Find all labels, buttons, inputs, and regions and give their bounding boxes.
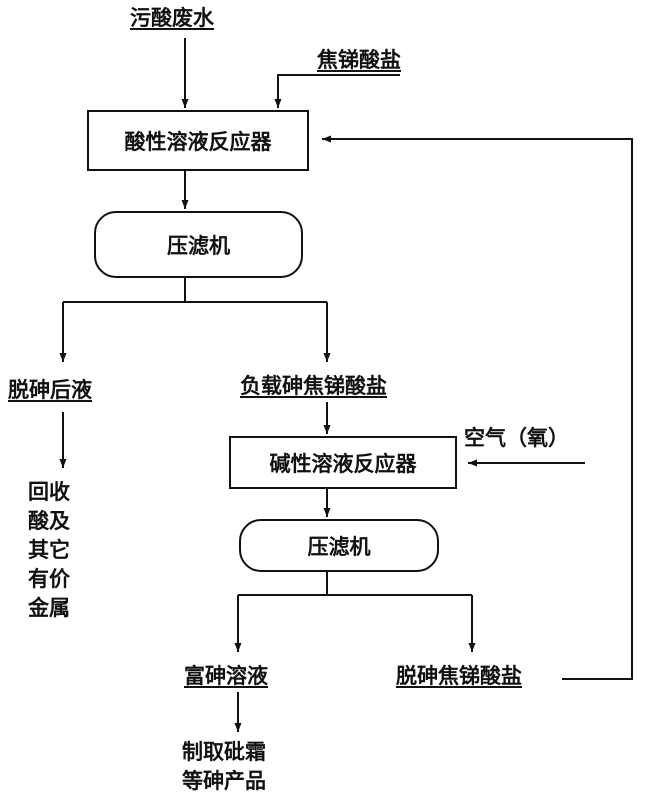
acid-reactor-label: 酸性溶液反应器	[124, 129, 272, 154]
filter-press-1: 压滤机	[94, 211, 303, 278]
acid-solution-reactor: 酸性溶液反应器	[87, 110, 309, 171]
recovery-line-4: 有价	[28, 567, 70, 591]
arsenic-products-text: 制取砒霜 等砷产品	[182, 738, 302, 796]
label-dearsenic-pyroantimonate: 脱砷焦锑酸盐	[396, 664, 522, 688]
alkaline-solution-reactor: 碱性溶液反应器	[229, 436, 457, 489]
filter-press-2-label: 压滤机	[307, 534, 371, 559]
arrow-recycle-to-acid-reactor	[322, 135, 633, 680]
label-air-oxygen: 空气（氧）	[464, 426, 569, 450]
label-dearsenic-liquid: 脱砷后液	[8, 378, 92, 402]
recovery-line-5: 金属	[28, 596, 70, 620]
label-arsenic-rich-solution: 富砷溶液	[184, 664, 268, 688]
recovery-line-3: 其它	[28, 538, 70, 562]
arsenic-products-line-1: 制取砒霜	[182, 740, 266, 764]
filter-press-2: 压滤机	[239, 519, 439, 572]
filter-press-1-label: 压滤机	[167, 233, 230, 258]
label-loaded-pyroantimonate: 负载砷焦锑酸盐	[240, 374, 387, 398]
recovery-text: 回收 酸及 其它 有价 金属	[28, 478, 88, 623]
recovery-line-2: 酸及	[28, 509, 70, 533]
alkaline-reactor-label: 碱性溶液反应器	[269, 451, 417, 476]
label-pyroantimonate-input: 焦锑酸盐	[317, 48, 401, 72]
arrow-pyroantimonate-to-acid-reactor	[274, 74, 400, 108]
arsenic-products-line-2: 等砷产品	[182, 769, 266, 793]
label-wastewater: 污酸废水	[130, 6, 214, 30]
recovery-line-1: 回收	[28, 480, 70, 504]
